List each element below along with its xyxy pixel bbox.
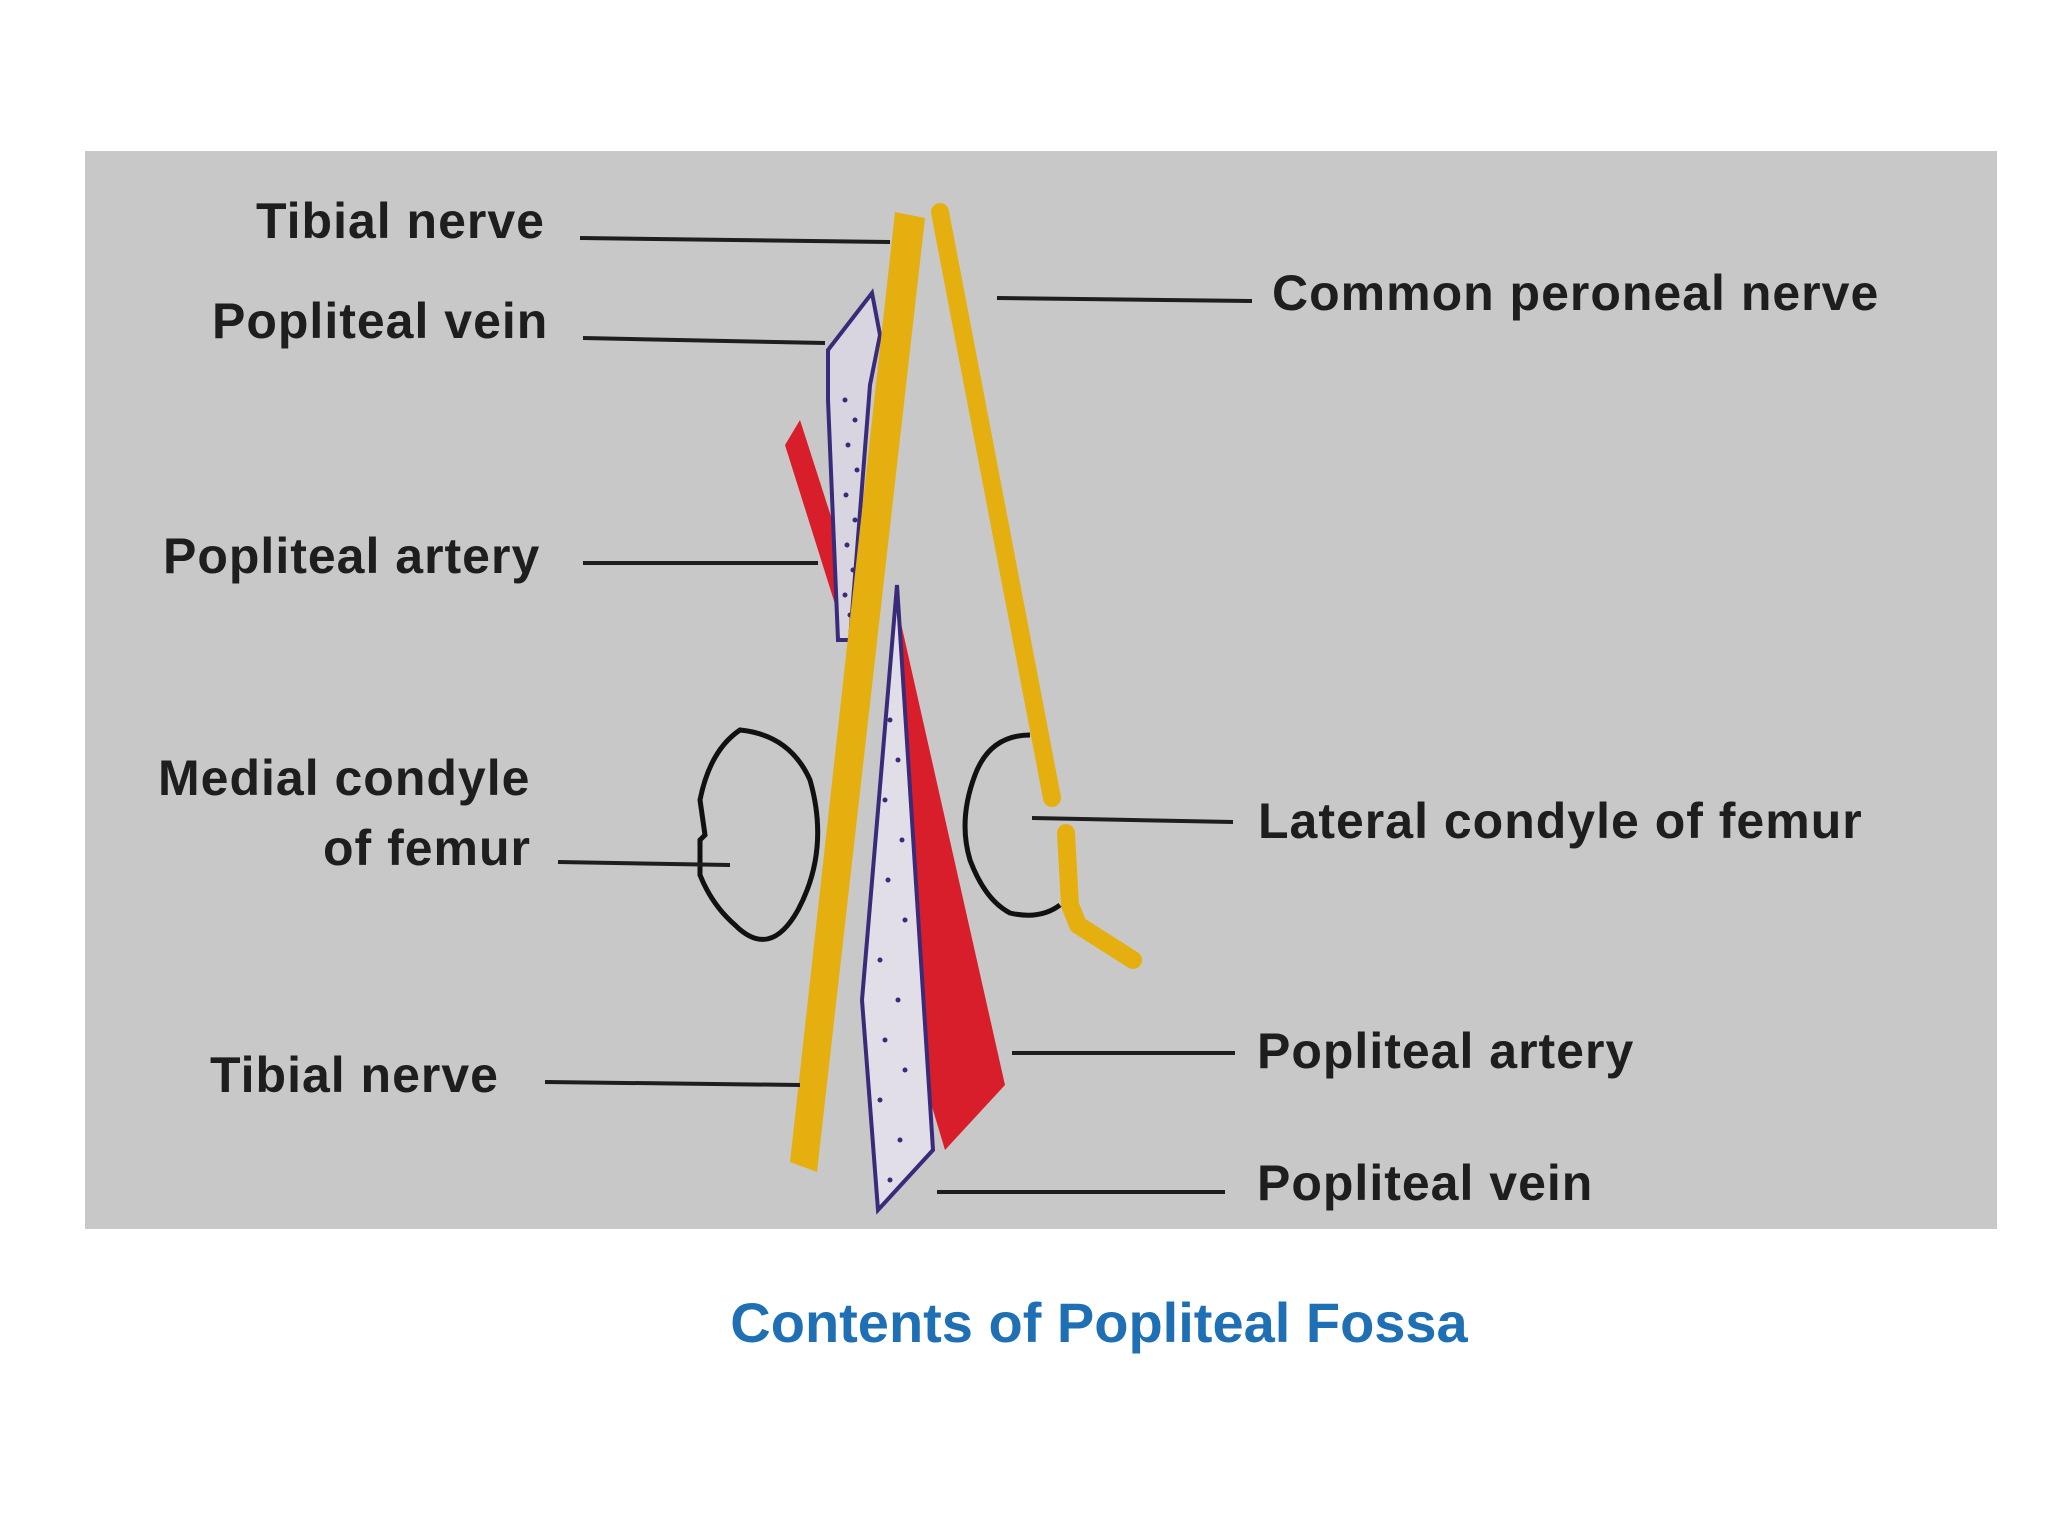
leader-lines <box>544 236 1253 1194</box>
label-medial-condyle-line1: Medial condyle <box>158 750 530 806</box>
label-popliteal-artery-bottom: Popliteal artery <box>1257 1023 1634 1079</box>
leader-lateral-condyle <box>1031 816 1234 824</box>
label-common-peroneal-nerve: Common peroneal nerve <box>1272 265 1879 321</box>
lateral-condyle-outline <box>962 732 1062 918</box>
leader-popliteal-vein-top <box>582 336 826 345</box>
leader-common-peroneal-nerve <box>996 296 1253 303</box>
figure-caption: Contents of Popliteal Fossa <box>730 1291 1468 1354</box>
leader-tibial-nerve-bottom <box>544 1080 801 1087</box>
label-popliteal-vein-top: Popliteal vein <box>212 293 548 349</box>
diagram-panel <box>85 151 1997 1229</box>
leader-tibial-nerve-top <box>579 236 891 244</box>
label-popliteal-vein-bottom: Popliteal vein <box>1257 1155 1593 1211</box>
label-tibial-nerve-bottom: Tibial nerve <box>210 1047 499 1103</box>
tibial-nerve-band <box>790 212 925 1172</box>
leader-medial-condyle <box>557 860 731 867</box>
popliteal-vein-lower-dots <box>877 717 908 1183</box>
label-popliteal-artery-top: Popliteal artery <box>163 528 540 584</box>
common-peroneal-nerve-band <box>931 203 1142 969</box>
label-tibial-nerve-top: Tibial nerve <box>256 193 545 249</box>
popliteal-vein-upper <box>826 288 883 642</box>
label-lateral-condyle: Lateral condyle of femur <box>1258 793 1863 849</box>
popliteal-artery-upper <box>785 420 845 620</box>
label-medial-condyle-line2: of femur <box>323 820 531 876</box>
popliteal-vein-lower <box>859 584 936 1215</box>
medial-condyle-outline <box>697 727 821 942</box>
